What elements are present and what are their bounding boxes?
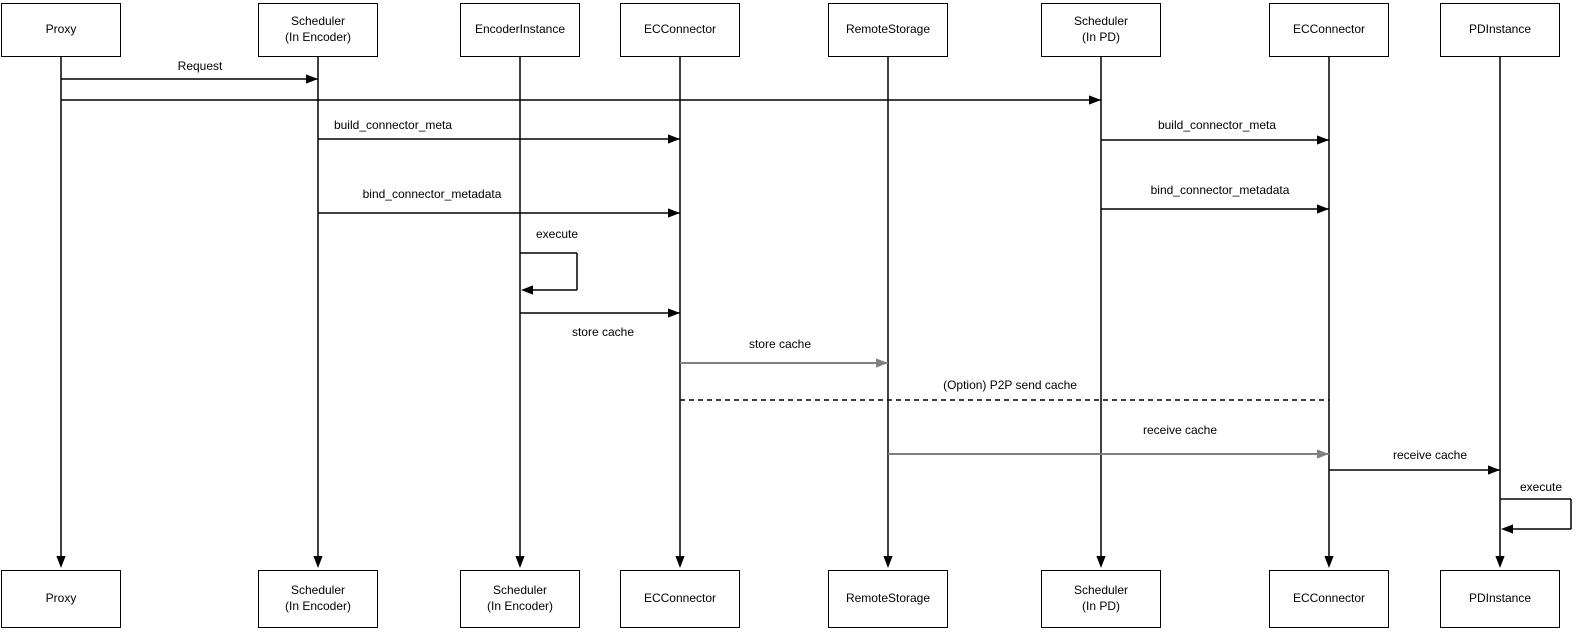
actor-top-box-scheduler-in-encoder: Scheduler (In Encoder) xyxy=(258,3,378,57)
actor-top-label-pd-instance: PDInstance xyxy=(1468,22,1532,37)
actor-bottom-label-remote-storage: RemoteStorage xyxy=(845,591,931,606)
lifeline-arrowhead-ec-connector-pd xyxy=(1324,556,1334,568)
self-message-arrowhead-execute-encoder xyxy=(521,285,533,295)
lifeline-arrowhead-proxy xyxy=(56,556,66,568)
actor-bottom-label-ec-connector-pd: ECConnector xyxy=(1292,591,1366,606)
actor-top-label-ec-connector-encoder: ECConnector xyxy=(643,22,717,37)
actor-bottom-label-proxy: Proxy xyxy=(45,591,77,606)
actor-top-label-proxy: Proxy xyxy=(45,22,77,37)
message-label-receive-cache-ec-connector: receive cache xyxy=(1140,423,1220,437)
actor-bottom-box-scheduler-in-pd: Scheduler (In PD) xyxy=(1041,570,1161,628)
lifeline-arrowhead-pd-instance xyxy=(1495,556,1505,568)
actor-top-box-ec-connector-encoder: ECConnector xyxy=(620,3,740,57)
message-arrowhead-store-cache-ec-connector xyxy=(668,308,680,318)
message-arrowhead-bind-connector-metadata-pd xyxy=(1317,204,1329,214)
lifeline-arrowhead-scheduler-in-encoder xyxy=(313,556,323,568)
message-label-receive-cache-pd-instance: receive cache xyxy=(1390,448,1470,462)
lifeline-arrowhead-scheduler-in-pd xyxy=(1096,556,1106,568)
actor-bottom-box-ec-connector-pd: ECConnector xyxy=(1269,570,1389,628)
actor-bottom-label-encoder-instance: Scheduler (In Encoder) xyxy=(486,583,554,613)
actor-top-label-ec-connector-pd: ECConnector xyxy=(1292,22,1366,37)
message-label-p2p-send-cache: (Option) P2P send cache xyxy=(941,378,1079,392)
message-arrowhead-bind-connector-metadata-encoder xyxy=(668,208,680,218)
lifeline-arrowhead-remote-storage xyxy=(883,556,893,568)
actor-bottom-box-encoder-instance: Scheduler (In Encoder) xyxy=(460,570,580,628)
actor-bottom-label-pd-instance: PDInstance xyxy=(1468,591,1532,606)
actor-bottom-box-scheduler-in-encoder: Scheduler (In Encoder) xyxy=(258,570,378,628)
actor-top-box-ec-connector-pd: ECConnector xyxy=(1269,3,1389,57)
message-arrowhead-build-connector-meta-encoder xyxy=(668,134,680,144)
message-arrowhead-build-connector-meta-pd xyxy=(1317,135,1329,145)
actor-bottom-box-pd-instance: PDInstance xyxy=(1440,570,1560,628)
actor-bottom-label-ec-connector-encoder: ECConnector xyxy=(643,591,717,606)
self-message-arrowhead-execute-pd xyxy=(1501,524,1513,534)
actor-top-label-scheduler-in-pd: Scheduler (In PD) xyxy=(1073,14,1129,44)
actor-top-label-encoder-instance: EncoderInstance xyxy=(474,22,566,37)
actor-top-box-pd-instance: PDInstance xyxy=(1440,3,1560,57)
actor-top-box-encoder-instance: EncoderInstance xyxy=(460,3,580,57)
self-message-label-execute-pd: execute xyxy=(1517,480,1565,494)
message-label-build-connector-meta-encoder: build_connector_meta xyxy=(331,118,455,132)
message-label-bind-connector-metadata-pd: bind_connector_metadata xyxy=(1148,183,1292,197)
message-arrowhead-receive-cache-ec-connector xyxy=(1317,449,1329,459)
self-message-label-execute-encoder: execute xyxy=(533,227,581,241)
actor-bottom-box-remote-storage: RemoteStorage xyxy=(828,570,948,628)
message-arrowhead-store-cache-remote-storage xyxy=(876,358,888,368)
actor-bottom-box-proxy: Proxy xyxy=(1,570,121,628)
lifeline-arrowhead-ec-connector-encoder xyxy=(675,556,685,568)
actor-top-label-remote-storage: RemoteStorage xyxy=(845,22,931,37)
actor-top-box-remote-storage: RemoteStorage xyxy=(828,3,948,57)
actor-top-box-scheduler-in-pd: Scheduler (In PD) xyxy=(1041,3,1161,57)
message-label-request: Request xyxy=(175,59,225,73)
actor-top-label-scheduler-in-encoder: Scheduler (In Encoder) xyxy=(284,14,352,44)
message-arrowhead-request xyxy=(306,74,318,84)
actor-bottom-label-scheduler-in-encoder: Scheduler (In Encoder) xyxy=(284,583,352,613)
actor-bottom-box-ec-connector-encoder: ECConnector xyxy=(620,570,740,628)
message-label-store-cache-ec-connector: store cache xyxy=(569,325,637,339)
actor-top-box-proxy: Proxy xyxy=(1,3,121,57)
message-arrowhead-receive-cache-pd-instance xyxy=(1488,465,1500,475)
actor-bottom-label-scheduler-in-pd: Scheduler (In PD) xyxy=(1073,583,1129,613)
message-label-store-cache-remote-storage: store cache xyxy=(746,337,814,351)
message-arrowhead-proxy-to-scheduler-pd xyxy=(1089,95,1101,105)
lifeline-arrowhead-encoder-instance xyxy=(515,556,525,568)
message-label-build-connector-meta-pd: build_connector_meta xyxy=(1155,118,1279,132)
message-label-bind-connector-metadata-encoder: bind_connector_metadata xyxy=(360,187,504,201)
